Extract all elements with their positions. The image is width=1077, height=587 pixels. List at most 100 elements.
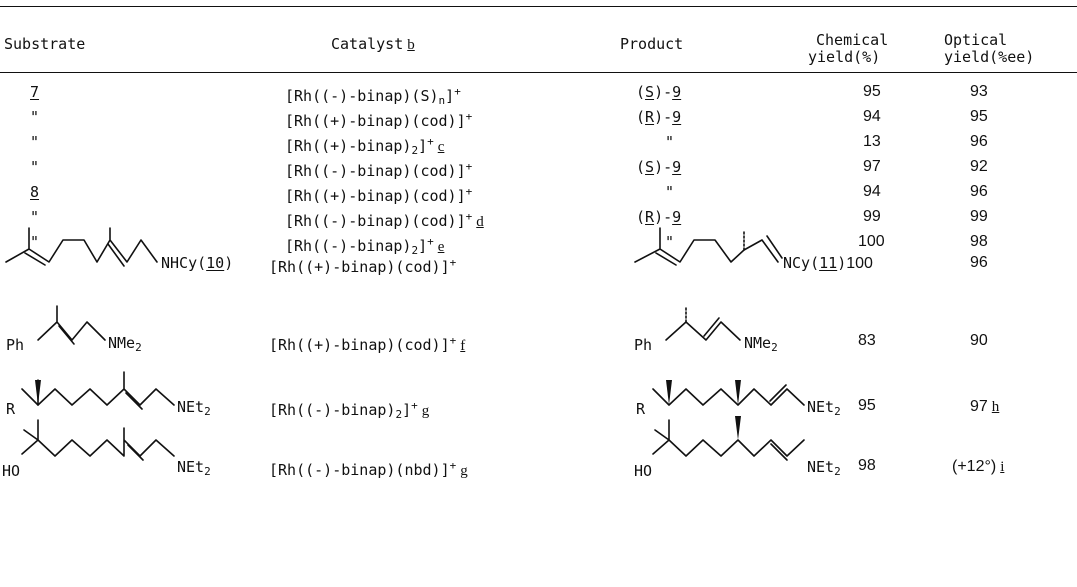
footnote-marker: e <box>437 239 445 255</box>
substrate-r-amine: NEt <box>177 398 205 416</box>
substrate-cell: 7 <box>30 83 39 101</box>
product-11-label: NCy(11)100 <box>783 254 873 273</box>
catalyst-text: [Rh((+)-binap)(cod)] <box>269 258 450 276</box>
opt-yield-cell: 99 <box>970 208 988 225</box>
chem-yield-row-9: 83 <box>858 332 876 349</box>
substrate-ho-right: NEt2 <box>177 458 211 481</box>
catalyst-text: [Rh((-)-binap)(cod)] <box>285 212 466 230</box>
catalyst-close: ] <box>402 401 412 419</box>
opt-yield-value: (+12°) <box>952 458 997 475</box>
top-rule <box>0 6 1077 7</box>
chem-yield-cell: 94 <box>863 183 881 200</box>
header-optical-1: Optical <box>944 31 1008 49</box>
substrate-ph-amine: NMe <box>108 334 136 352</box>
opt-yield-value: 97 <box>970 398 988 415</box>
footnote-marker: c <box>437 139 445 155</box>
product-config: R <box>645 108 655 126</box>
substrate-label: 7 <box>30 83 40 101</box>
opt-yield-cell: 96 <box>970 183 988 200</box>
catalyst-text: [Rh((-)-binap)(nbd)] <box>269 461 450 479</box>
paren-close: )- <box>654 108 673 126</box>
opt-yield-cell: 96 <box>970 133 988 150</box>
header-catalyst-label: Catalyst <box>331 35 404 53</box>
product-ho-sub: 2 <box>834 465 841 478</box>
catalyst-text: [Rh((-)-binap) <box>285 237 412 255</box>
product-ho-amine: NEt <box>807 458 835 476</box>
product-cell: (S)-9 <box>636 83 681 101</box>
header-product: Product <box>620 35 684 53</box>
product-ph-amine: NMe <box>744 334 772 352</box>
substrate-10-close: ) <box>224 254 234 272</box>
catalyst-row-9: [Rh((+)-binap)(cod)]+f <box>269 332 465 355</box>
product-number: 9 <box>672 83 682 101</box>
product-r-sub: 2 <box>834 405 841 418</box>
product-config: S <box>645 158 655 176</box>
footnote-g: g <box>460 463 468 479</box>
ditto-mark: " <box>665 133 675 151</box>
catalyst-cell: [Rh((-)-binap)(cod)]+d <box>285 208 484 231</box>
paren-open: ( <box>636 158 646 176</box>
substrate-10-label: NHCy(10) <box>161 254 233 272</box>
catalyst-row-11: [Rh((-)-binap)(nbd)]+g <box>269 457 468 480</box>
product-ph-right: NMe2 <box>744 334 778 357</box>
catalyst-close: ] <box>418 237 428 255</box>
chem-yield-cell: 100 <box>858 233 885 250</box>
substrate-r-sub: 2 <box>204 405 211 418</box>
substrate-cell: " <box>30 233 39 251</box>
product-r-amine: NEt <box>807 398 835 416</box>
catalyst-cell: [Rh((-)-binap)(cod)]+ <box>285 158 472 180</box>
product-number: 9 <box>672 208 682 226</box>
product-cell: " <box>665 183 674 201</box>
substrate-label: " <box>30 158 40 176</box>
catalyst-charge: + <box>465 185 473 198</box>
header-chemical-1: Chemical <box>816 31 889 49</box>
product-cell: (S)-9 <box>636 158 681 176</box>
paren-close: )- <box>654 208 673 226</box>
catalyst-cell: [Rh((+)-binap)(cod)]+ <box>285 183 472 205</box>
product-r-right: NEt2 <box>807 398 841 421</box>
footnote-i: i <box>1000 459 1005 475</box>
product-cell: (R)-9 <box>636 208 681 226</box>
substrate-ph-sub: 2 <box>135 341 142 354</box>
footnote-g: g <box>421 403 430 419</box>
catalyst-charge: + <box>454 85 461 98</box>
opt-yield-cell: 98 <box>970 233 988 250</box>
product-11-close: ) <box>837 254 847 272</box>
catalyst-text: [Rh((+)-binap)(cod)] <box>285 112 466 130</box>
substrate-label: 8 <box>30 183 40 201</box>
chem-yield-row-10: 95 <box>858 397 876 414</box>
paren-open: ( <box>636 83 646 101</box>
chem-yield-cell: 99 <box>863 208 881 225</box>
substrate-r-right: NEt2 <box>177 398 211 421</box>
catalyst-charge: + <box>411 399 418 412</box>
catalyst-charge: + <box>427 135 434 148</box>
header-optical-yield: Optical yield(%ee) <box>944 32 1034 66</box>
product-config: S <box>645 83 655 101</box>
product-ph-sub: 2 <box>771 341 778 354</box>
substrate-ph-right: NMe2 <box>108 334 142 357</box>
substrate-ho-amine: NEt <box>177 458 205 476</box>
catalyst-cell: [Rh((+)-binap)2]+c <box>285 133 444 160</box>
product-config: R <box>645 208 655 226</box>
substrate-cell: " <box>30 208 39 226</box>
catalyst-sub: n <box>438 94 446 107</box>
chem-yield-cell: 13 <box>863 133 881 150</box>
catalyst-charge: + <box>427 235 434 248</box>
product-ph-left: Ph <box>634 336 653 354</box>
opt-yield-cell: 95 <box>970 108 988 125</box>
opt-yield-row-8: 96 <box>970 254 988 271</box>
product-11-number: 11 <box>819 254 838 272</box>
catalyst-charge: + <box>465 210 473 223</box>
catalyst-sub: 2 <box>395 408 403 421</box>
catalyst-charge: + <box>449 459 457 472</box>
catalyst-text: [Rh((+)-binap)(cod)] <box>285 187 466 205</box>
catalyst-cell: [Rh((-)-binap)(S)n]+ <box>285 83 461 110</box>
substrate-label: " <box>30 108 40 126</box>
substrate-10-number: 10 <box>206 254 225 272</box>
footnote-h: h <box>991 399 1000 415</box>
substrate-ph-left: Ph <box>6 336 25 354</box>
substrate-label: " <box>30 133 40 151</box>
catalyst-cell: [Rh((+)-binap)(cod)]+ <box>285 108 472 130</box>
